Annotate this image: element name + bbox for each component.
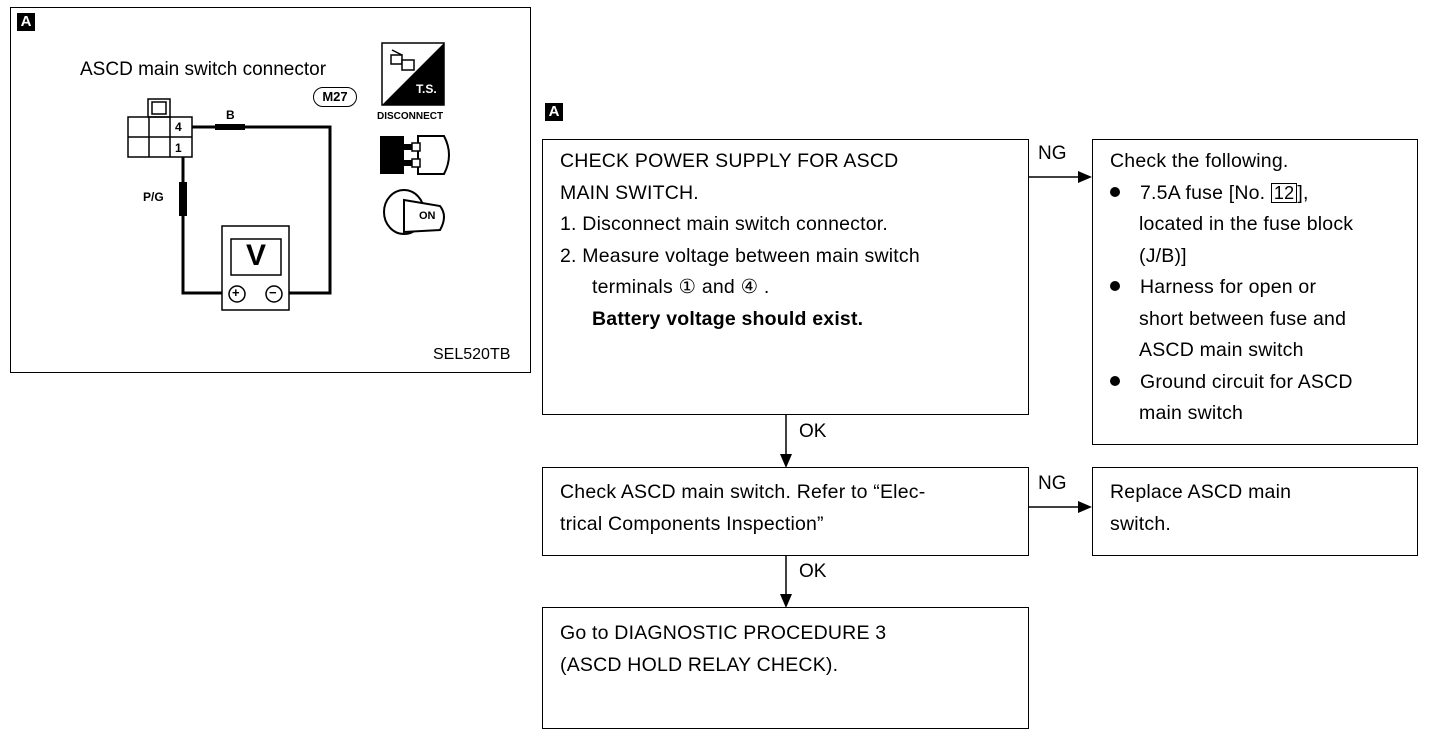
check-following-text: Check the following. 7.5A fuse [No. 12],… — [1110, 146, 1353, 430]
connector-id: M27 — [322, 89, 348, 104]
check-power-supply-text: CHECK POWER SUPPLY FOR ASCD MAIN SWITCH.… — [560, 146, 920, 335]
ng1-b3b: main switch — [1139, 402, 1244, 424]
box1-step2b: terminals ① and ④ . — [592, 276, 770, 298]
figure-code: SEL520TB — [433, 346, 511, 363]
meter-plus: + — [232, 285, 240, 300]
ng1-bullet3: Ground circuit for ASCD — [1110, 367, 1353, 399]
ng-label-1: NG — [1038, 143, 1067, 164]
ignition-label: ON — [419, 210, 436, 222]
replace-switch-box — [1092, 467, 1418, 556]
connector-id-badge: M27 — [313, 87, 357, 107]
fuse-number: 12 — [1270, 182, 1298, 203]
ng1-bullet1: 7.5A fuse [No. 12], — [1110, 178, 1353, 210]
box1-step2a: 2. Measure voltage between main switch — [560, 244, 920, 267]
disconnect-icon — [380, 135, 450, 175]
meter-minus: − — [269, 285, 277, 300]
ts-label: T.S. — [416, 82, 437, 96]
wire-pg-label: P/G — [143, 190, 164, 204]
ng2-line1: Replace ASCD main — [1110, 481, 1292, 503]
figure-tag: A — [17, 13, 35, 31]
terminal-1-label: 1 — [175, 141, 182, 155]
disconnect-label: DISCONNECT — [377, 111, 444, 122]
ts-icon — [381, 42, 445, 106]
wire-b-label: B — [226, 108, 235, 122]
box2-line1: Check ASCD main switch. Refer to “Elec- — [560, 481, 926, 503]
ng-label-2: NG — [1038, 473, 1067, 494]
replace-switch-text: Replace ASCD main switch. — [1110, 477, 1291, 540]
box1-line2: MAIN SWITCH. — [560, 181, 699, 204]
terminal-4-label: 4 — [175, 120, 182, 134]
flowchart-tag: A — [545, 103, 563, 121]
ng1-b3a: Ground circuit for ASCD — [1140, 370, 1353, 393]
ng1-bullet2: Harness for open or — [1110, 272, 1353, 304]
box3-line1: Go to DIAGNOSTIC PROCEDURE 3 — [560, 622, 887, 644]
check-main-switch-text: Check ASCD main switch. Refer to “Elec- … — [560, 477, 925, 540]
box1-line1: CHECK POWER SUPPLY FOR ASCD — [560, 150, 899, 172]
box2-line2: trical Components Inspection” — [560, 512, 824, 535]
ng1-b2a: Harness for open or — [1140, 276, 1317, 298]
wire-b-sleeve — [215, 124, 245, 130]
ng1-b1c: (J/B)] — [1139, 244, 1187, 267]
connector-title: ASCD main switch connector — [80, 59, 327, 80]
bullet-dot — [1110, 186, 1120, 197]
ng1-b1end: ], — [1297, 181, 1309, 204]
check-following-box — [1092, 139, 1418, 445]
box1-step1: 1. Disconnect main switch connector. — [560, 213, 889, 235]
ng1-b1b: located in the fuse block — [1139, 213, 1354, 235]
check-main-switch-box — [542, 467, 1029, 556]
ok-label-2: OK — [799, 561, 827, 582]
ng1-b2b: short between fuse and — [1139, 307, 1347, 330]
ng1-b1a: 7.5A fuse [No. — [1140, 181, 1271, 204]
ignition-icon — [383, 189, 445, 235]
go-to-procedure-text: Go to DIAGNOSTIC PROCEDURE 3 (ASCD HOLD … — [560, 618, 886, 681]
connector-grid — [127, 98, 193, 158]
bullet-dot — [1110, 281, 1120, 291]
ng2-line2: switch. — [1110, 512, 1171, 535]
check-power-supply-box — [542, 139, 1029, 415]
ng1-b2c: ASCD main switch — [1139, 339, 1304, 361]
voltmeter — [221, 225, 290, 311]
meter-label: V — [246, 239, 267, 272]
wiring-diagram — [127, 42, 450, 311]
bullet-dot — [1110, 375, 1120, 386]
ng1-title: Check the following. — [1110, 150, 1289, 172]
box3-line2: (ASCD HOLD RELAY CHECK). — [560, 653, 839, 676]
wire-pg-sleeve — [179, 182, 187, 216]
ok-label-1: OK — [799, 421, 827, 442]
box1-step2c: Battery voltage should exist. — [592, 307, 864, 330]
go-to-procedure-box — [542, 607, 1029, 729]
